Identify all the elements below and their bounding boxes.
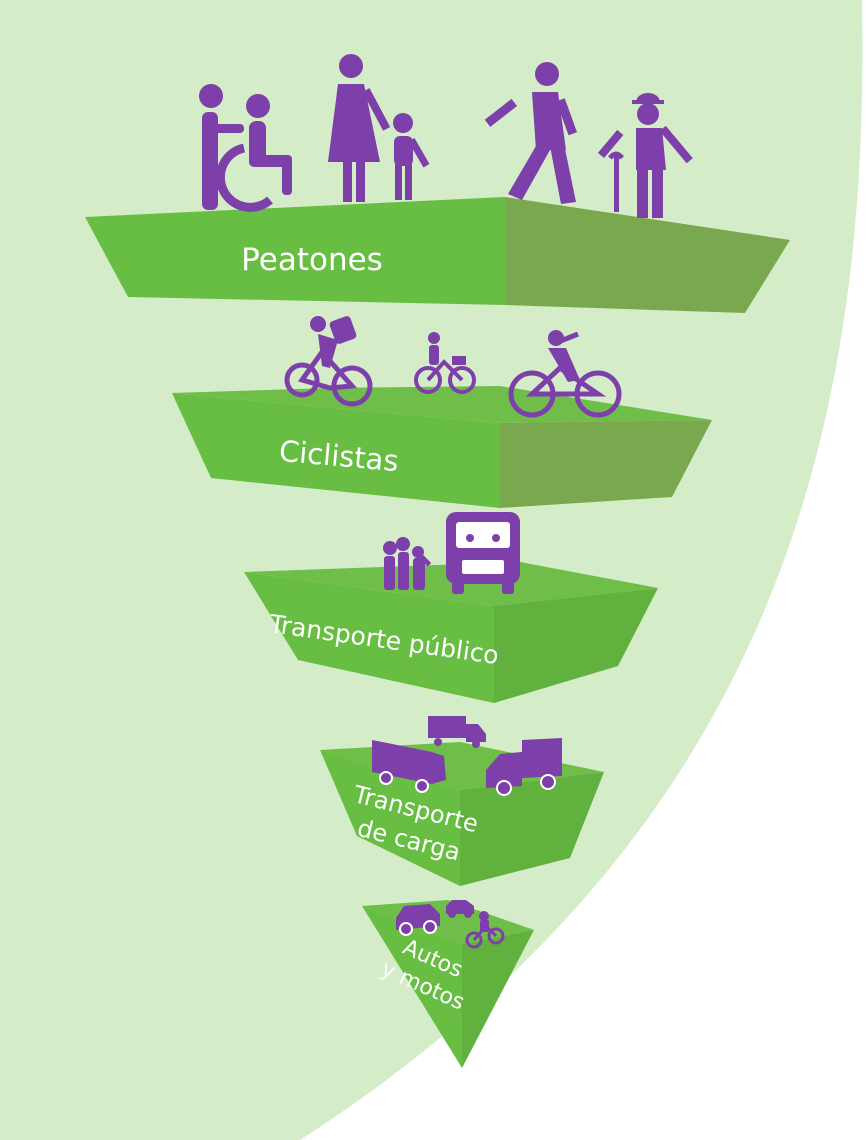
level-transporte-publico-top xyxy=(244,562,658,606)
elderly-person-with-cane-icon xyxy=(597,93,693,218)
bus-icon xyxy=(446,512,520,594)
small-car-icon xyxy=(446,900,474,918)
level-ciclistas: Ciclistas xyxy=(172,316,712,508)
cyclist-with-basket-icon xyxy=(414,332,476,394)
level-ciclistas-side xyxy=(500,420,712,508)
motorcycle-icon xyxy=(465,911,505,949)
level-transporte-de-carga-side xyxy=(460,772,604,886)
cyclist-with-backpack-icon xyxy=(284,316,373,407)
people-hailing-bus-icon xyxy=(383,537,432,590)
level-ciclistas-front xyxy=(172,393,500,508)
level-autos-y-motos-side xyxy=(462,930,534,1068)
level-peatones-side xyxy=(505,197,790,313)
person-with-wheelchair-user-icon xyxy=(199,84,292,212)
semi-truck-icon xyxy=(428,716,486,748)
car-icon xyxy=(396,904,440,936)
level-transporte-publico-side xyxy=(494,588,658,703)
level-autos-y-motos: Autos y motos xyxy=(362,900,534,1068)
level-transporte-de-carga: Transporte de carga xyxy=(320,716,604,886)
level-peatones: Peatones xyxy=(85,54,790,313)
delivery-truck-icon xyxy=(372,740,446,793)
mother-and-child-icon xyxy=(328,54,430,202)
woman-cyclist-icon xyxy=(508,330,622,418)
level-transporte-publico: Transporte público xyxy=(244,512,658,703)
level-peatones-front xyxy=(85,197,505,305)
level-autos-y-motos-front xyxy=(362,906,462,1068)
cargo-van-icon xyxy=(486,738,562,796)
level-peatones-label: Peatones xyxy=(241,242,383,278)
walking-person-icon xyxy=(484,62,578,204)
level-transporte-publico-front xyxy=(244,572,494,703)
